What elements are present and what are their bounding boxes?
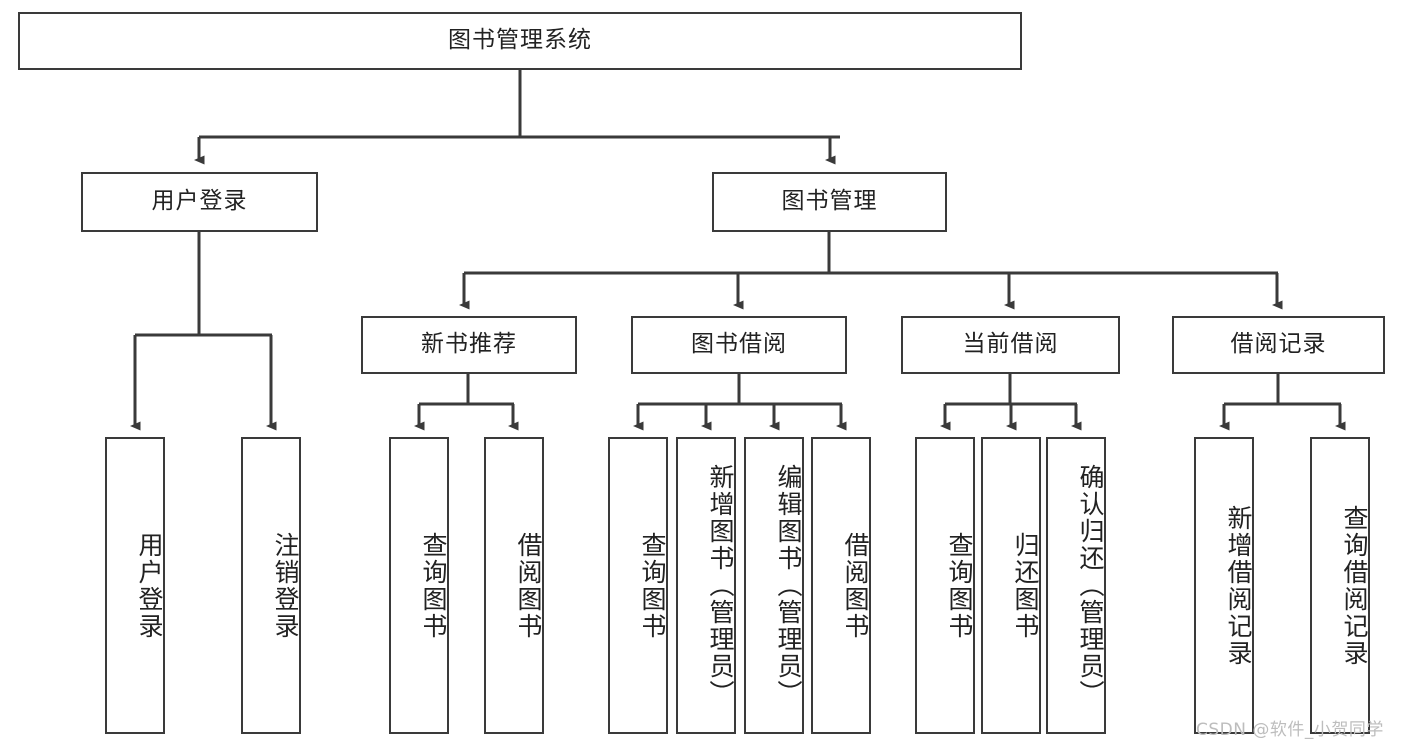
node-user-login[interactable]: 用户登录 <box>81 172 318 232</box>
leaf-record-query-label: 查询借阅记录 <box>1340 504 1369 667</box>
leaf-user-login-logout[interactable]: 注销登录 <box>241 437 301 734</box>
leaf-current-return-book[interactable]: 归还图书 <box>981 437 1041 734</box>
node-book-management-label: 图书管理 <box>781 188 878 215</box>
leaf-borrow-query-book[interactable]: 查询图书 <box>608 437 668 734</box>
leaf-record-query[interactable]: 查询借阅记录 <box>1310 437 1370 734</box>
node-new-book-recommend-label: 新书推荐 <box>421 331 517 358</box>
leaf-new-book-borrow[interactable]: 借阅图书 <box>484 437 544 734</box>
leaf-record-add[interactable]: 新增借阅记录 <box>1194 437 1254 734</box>
node-current-borrow[interactable]: 当前借阅 <box>901 316 1120 374</box>
node-borrow-record[interactable]: 借阅记录 <box>1172 316 1385 374</box>
leaf-borrow-edit-book[interactable]: 编辑图书（管理员） <box>744 437 804 734</box>
node-current-borrow-label: 当前借阅 <box>962 331 1059 358</box>
node-book-borrow-label: 图书借阅 <box>691 331 787 358</box>
leaf-user-login-login-label: 用户登录 <box>135 531 164 640</box>
leaf-user-login-login[interactable]: 用户登录 <box>105 437 165 734</box>
leaf-new-book-query-label: 查询图书 <box>419 531 448 640</box>
leaf-borrow-borrow-book-label: 借阅图书 <box>841 531 870 640</box>
leaf-current-query-book[interactable]: 查询图书 <box>915 437 975 734</box>
leaf-borrow-edit-book-label: 编辑图书（管理员） <box>774 464 803 707</box>
leaf-borrow-query-book-label: 查询图书 <box>638 531 667 640</box>
node-book-management[interactable]: 图书管理 <box>712 172 947 232</box>
leaf-current-confirm-return[interactable]: 确认归还（管理员） <box>1046 437 1106 734</box>
leaf-current-confirm-return-label: 确认归还（管理员） <box>1076 464 1105 707</box>
leaf-current-query-book-label: 查询图书 <box>945 531 974 640</box>
leaf-new-book-borrow-label: 借阅图书 <box>514 531 543 640</box>
leaf-borrow-borrow-book[interactable]: 借阅图书 <box>811 437 871 734</box>
node-new-book-recommend[interactable]: 新书推荐 <box>361 316 577 374</box>
leaf-record-add-label: 新增借阅记录 <box>1224 504 1253 667</box>
leaf-borrow-add-book[interactable]: 新增图书（管理员） <box>676 437 736 734</box>
csdn-watermark: CSDN @软件_小贺同学 <box>1196 720 1384 740</box>
node-user-login-label: 用户登录 <box>151 188 248 215</box>
node-root-label: 图书管理系统 <box>448 27 592 54</box>
node-book-borrow[interactable]: 图书借阅 <box>631 316 847 374</box>
leaf-current-return-book-label: 归还图书 <box>1011 531 1040 640</box>
node-borrow-record-label: 借阅记录 <box>1230 331 1327 358</box>
leaf-user-login-logout-label: 注销登录 <box>271 531 300 640</box>
leaf-borrow-add-book-label: 新增图书（管理员） <box>706 464 735 707</box>
node-root[interactable]: 图书管理系统 <box>18 12 1022 70</box>
leaf-new-book-query[interactable]: 查询图书 <box>389 437 449 734</box>
